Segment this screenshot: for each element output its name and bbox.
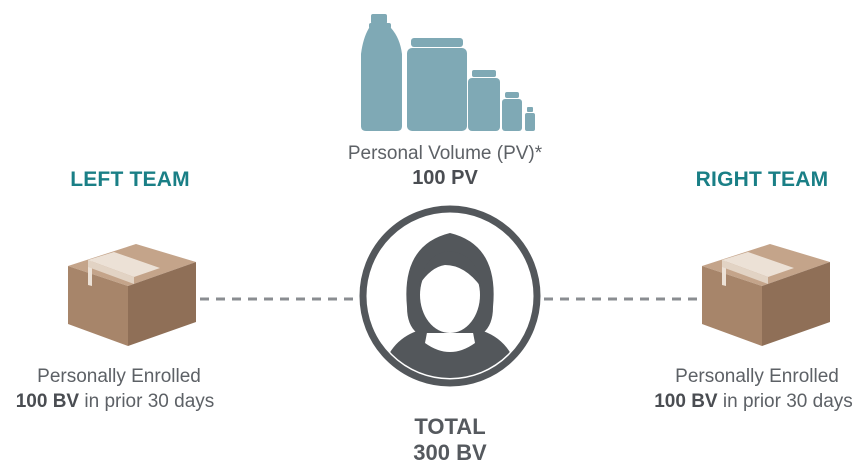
left-team-title: LEFT TEAM <box>70 168 190 191</box>
right-package-box-icon <box>696 238 836 350</box>
left-bv-line: 100 BV in prior 30 days <box>0 391 230 413</box>
right-enrolled-label: Personally Enrolled <box>675 366 839 387</box>
right-bv-suffix: in prior 30 days <box>717 391 853 412</box>
left-package-box-icon <box>62 238 202 350</box>
right-connector-line <box>544 296 704 302</box>
pv-label: Personal Volume (PV)* <box>347 143 543 164</box>
person-avatar-icon <box>357 203 543 389</box>
right-team-title: RIGHT TEAM <box>695 168 829 191</box>
right-bv-line: 100 BV in prior 30 days <box>640 391 867 413</box>
right-bv-value: 100 BV <box>654 391 718 412</box>
left-bv-value: 100 BV <box>15 391 80 412</box>
pv-value: 100 PV <box>412 167 478 189</box>
left-connector-line <box>200 296 360 302</box>
bottles-icon <box>355 8 545 133</box>
total-value: 300 BV <box>413 440 487 465</box>
total-label: TOTAL <box>414 414 486 439</box>
left-enrolled-label: Personally Enrolled <box>37 366 201 387</box>
left-bv-suffix: in prior 30 days <box>79 391 215 412</box>
